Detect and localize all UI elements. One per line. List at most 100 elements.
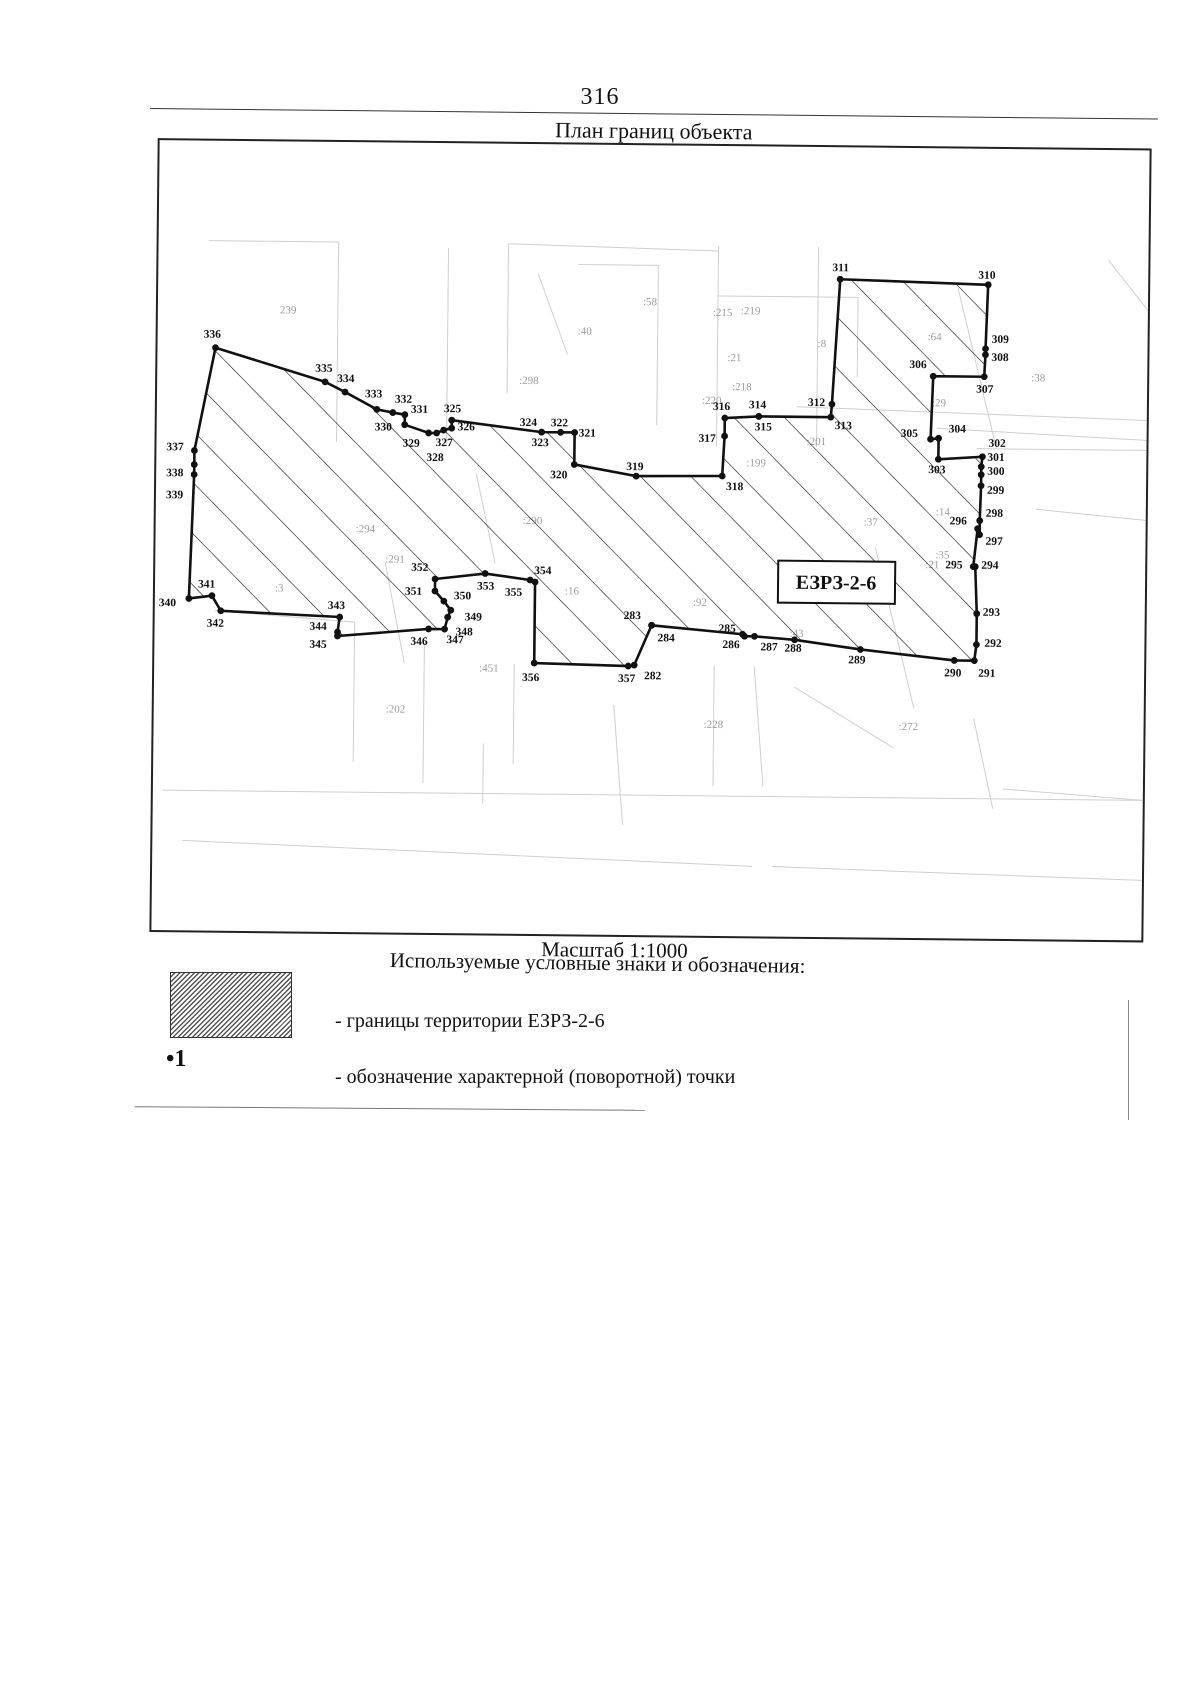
boundary-point-label: 339 <box>166 489 184 501</box>
boundary-point-label: 338 <box>166 467 184 479</box>
boundary-point <box>984 281 992 289</box>
boundary-point-label: 354 <box>534 565 552 577</box>
boundary-point <box>389 409 397 416</box>
boundary-point-label: 352 <box>411 562 429 574</box>
boundary-point <box>976 531 983 539</box>
parcel-label: :38 <box>1031 372 1046 384</box>
boundary-point <box>927 435 934 443</box>
boundary-point-label: 336 <box>204 329 222 341</box>
boundary-point-label: 341 <box>198 579 216 591</box>
boundary-point <box>431 587 439 595</box>
parcel-label: :451 <box>479 662 499 674</box>
boundary-point <box>982 345 989 353</box>
parcel-label: :58 <box>643 296 658 308</box>
boundary-point-label: 326 <box>458 421 476 433</box>
parcel-label: :8 <box>818 338 827 350</box>
boundary-point <box>431 575 439 583</box>
boundary-point <box>336 613 344 621</box>
boundary-point <box>982 351 989 359</box>
boundary-point-label: 282 <box>644 670 662 682</box>
boundary-point <box>978 453 986 461</box>
boundary-point <box>856 646 864 653</box>
boundary-point <box>321 378 329 386</box>
boundary-point <box>538 428 546 436</box>
boundary-point-label: 340 <box>159 597 177 609</box>
boundary-point-label: 316 <box>713 401 731 413</box>
legend-point-label: - обозначение характерной (поворотной) т… <box>335 1066 736 1088</box>
boundary-point-label: 315 <box>755 421 773 433</box>
parcel-label: :298 <box>519 375 539 387</box>
boundary-point-label: 329 <box>402 438 420 450</box>
boundary-point <box>425 625 432 633</box>
boundary-point-label: 321 <box>579 428 597 440</box>
boundary-point-label: 286 <box>722 639 740 651</box>
boundary-point <box>444 613 452 621</box>
boundary-point <box>185 595 193 602</box>
boundary-point-label: 330 <box>375 421 393 433</box>
parcel-label: :21 <box>727 352 741 364</box>
boundary-point-label: 310 <box>978 270 996 282</box>
boundary-point <box>433 429 441 437</box>
boundary-point <box>448 416 456 424</box>
boundary-point <box>974 525 982 533</box>
boundary-point <box>441 625 448 633</box>
boundary-point-label: 335 <box>315 363 333 375</box>
boundary-point-label: 350 <box>454 590 472 602</box>
boundary-point <box>481 570 489 577</box>
boundary-point-label: 292 <box>984 638 1002 650</box>
legend-area-label: - границы территории ЕЗРЗ-2-6 <box>335 1010 605 1032</box>
boundary-point-label: 308 <box>991 352 1009 364</box>
boundary-point-label: 287 <box>760 641 778 653</box>
parcel-label: :218 <box>732 381 752 393</box>
boundary-point-label: 288 <box>784 643 802 655</box>
zone-label: ЕЗРЗ-2-6 <box>796 572 877 595</box>
parcel-label: :228 <box>704 719 724 731</box>
boundary-point-label: 311 <box>832 262 849 274</box>
boundary-point-label: 283 <box>624 610 642 622</box>
boundary-point-label: 296 <box>950 515 968 527</box>
boundary-point-label: 285 <box>719 623 737 635</box>
boundary-point <box>827 413 835 421</box>
boundary-point <box>401 421 409 429</box>
boundary-point <box>425 429 433 437</box>
boundary-point-label: 346 <box>410 636 428 648</box>
boundary-point <box>447 606 455 614</box>
boundary-point-label: 303 <box>928 464 946 476</box>
boundary-point-label: 298 <box>986 508 1004 520</box>
parcel-label: :40 <box>578 325 593 337</box>
boundary-point-label: 284 <box>657 632 675 644</box>
boundary-point-label: 289 <box>848 654 866 666</box>
boundary-point <box>217 607 225 615</box>
legend-point-marker: •1 <box>166 1046 187 1072</box>
boundary-point <box>448 424 456 432</box>
bottom-rule <box>135 1106 645 1111</box>
boundary-point <box>440 426 448 434</box>
legend-heading: Используемые условные знаки и обозначени… <box>389 948 806 978</box>
boundary-point <box>373 405 381 413</box>
boundary-point-label: 306 <box>909 359 927 371</box>
parcel-label: :29 <box>932 397 947 409</box>
boundary-point-label: 317 <box>699 433 717 445</box>
plan-sheet: План границ объекта 239:58:215:219:40:29… <box>141 108 1160 963</box>
boundary-point <box>977 463 985 471</box>
zone-label-box: ЕЗРЗ-2-6 <box>776 559 897 605</box>
boundary-point-label: 300 <box>987 466 1005 478</box>
boundary-point <box>440 597 448 605</box>
boundary-point <box>190 471 198 478</box>
boundary-point-label: 327 <box>435 437 453 449</box>
boundary-point <box>718 472 726 480</box>
boundary-point <box>624 662 632 670</box>
boundary-point <box>755 412 763 420</box>
boundary-point <box>721 432 728 440</box>
boundary-point <box>751 632 758 640</box>
boundary-point-label: 349 <box>465 611 483 623</box>
boundary-point-label: 337 <box>166 441 184 453</box>
boundary-point <box>212 344 219 352</box>
boundary-point-label: 313 <box>835 420 853 432</box>
boundary-point <box>531 578 539 586</box>
boundary-point-label: 356 <box>522 672 540 684</box>
boundary-point-label: 314 <box>749 399 767 411</box>
boundary-point <box>334 632 341 640</box>
legend-hatch-swatch <box>170 972 292 1038</box>
